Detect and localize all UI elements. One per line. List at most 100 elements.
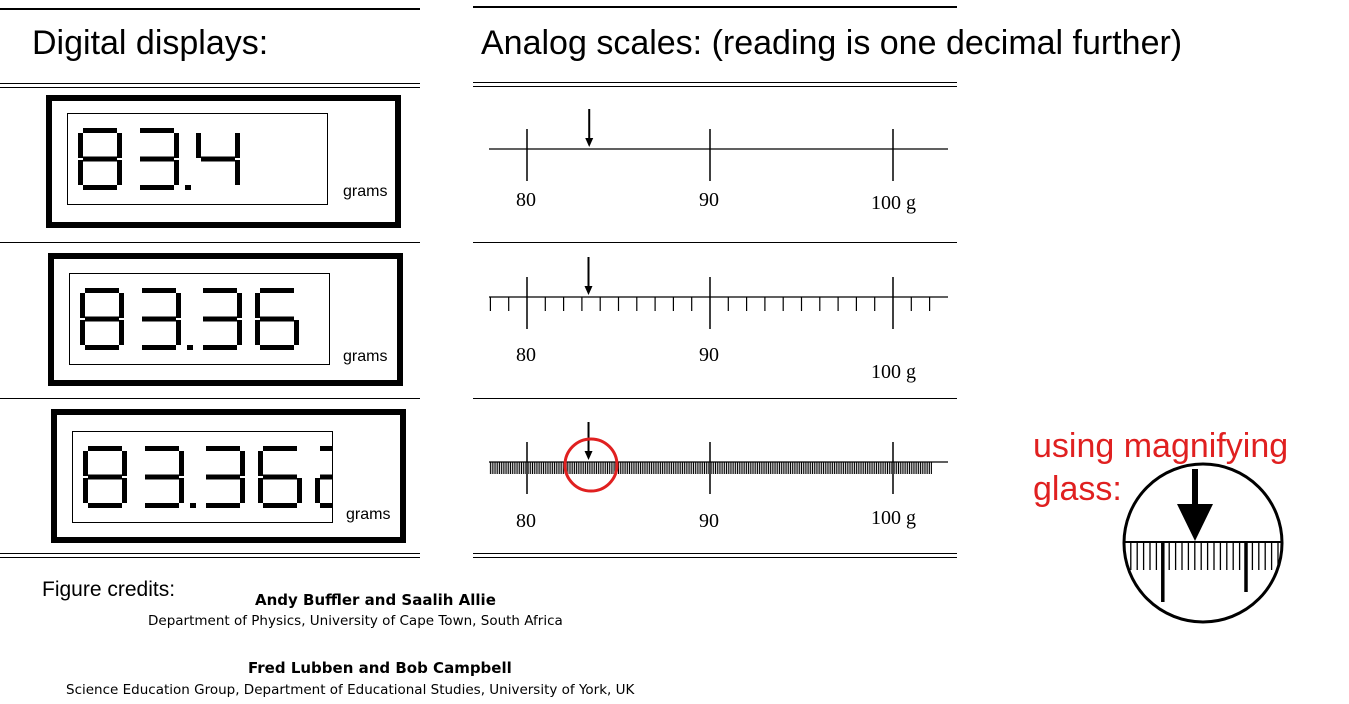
- segment: [117, 133, 122, 158]
- segment: [145, 446, 179, 451]
- segment: [263, 474, 297, 480]
- credit-author-2: Fred Lubben and Bob Campbell: [248, 659, 512, 677]
- seg-digit: [80, 288, 124, 350]
- segment: [78, 160, 83, 185]
- magnifier-caption-2: glass:: [1033, 470, 1122, 508]
- segment: [142, 316, 176, 322]
- credit-affiliation-2: Science Education Group, Department of E…: [66, 682, 635, 698]
- header-rule-right-b: [473, 86, 957, 87]
- segment: [255, 320, 260, 345]
- row-separator-left-2: [0, 398, 420, 399]
- digital-display-3: grams: [51, 409, 406, 543]
- segment: [206, 474, 240, 480]
- segment: [80, 320, 85, 345]
- tick-label: 90: [699, 189, 719, 211]
- lcd-screen: [72, 431, 333, 523]
- segment: [174, 133, 179, 158]
- tick-label: 100 g: [871, 192, 916, 214]
- tick-label: 90: [699, 344, 719, 366]
- segment: [140, 185, 174, 190]
- digital-display-2: grams: [48, 253, 403, 386]
- segment: [297, 478, 302, 503]
- bottom-rule-right-b: [473, 557, 957, 558]
- segment: [294, 320, 299, 345]
- bottom-rule-right-a: [473, 553, 957, 554]
- analog-scale-3: 80 90 100 g: [489, 422, 948, 532]
- tick-label: 100 g: [871, 507, 916, 529]
- seg-digit: [196, 133, 240, 185]
- analog-scale-1: 80 90 100 g: [489, 109, 948, 214]
- segment: [196, 133, 201, 158]
- top-rule-right: [473, 6, 957, 8]
- segment: [85, 316, 119, 322]
- segment: [85, 288, 119, 293]
- pointer-arrowhead: [584, 286, 593, 295]
- segment: [83, 451, 88, 476]
- segment: [237, 320, 242, 345]
- segment: [176, 320, 181, 345]
- segment: [203, 345, 237, 350]
- row-separator-left-1: [0, 242, 420, 243]
- decimal-point: [190, 503, 196, 508]
- header-rule-left-a: [0, 83, 420, 84]
- segment: [315, 478, 320, 503]
- segment: [83, 185, 117, 190]
- segment: [83, 156, 117, 162]
- tick-label: 80: [516, 189, 536, 211]
- segment: [179, 478, 184, 503]
- segment: [145, 474, 179, 480]
- credit-affiliation-1: Department of Physics, University of Cap…: [148, 613, 563, 629]
- credit-author-1: Andy Buffler and Saalih Allie: [255, 591, 496, 609]
- segment: [117, 160, 122, 185]
- segment: [78, 133, 83, 158]
- segment: [263, 446, 297, 451]
- segment: [122, 451, 127, 476]
- seg-digit: [206, 446, 245, 508]
- seg-digit: [255, 288, 299, 350]
- segment: [140, 156, 174, 162]
- seg-digits: [80, 288, 299, 350]
- segment: [260, 345, 294, 350]
- seg-digit: [145, 446, 184, 508]
- segment: [235, 133, 240, 158]
- bottom-rule-left-b: [0, 557, 420, 558]
- decimal-point: [185, 185, 191, 190]
- unit-label: grams: [343, 348, 388, 365]
- figure-credits-label: Figure credits:: [42, 578, 176, 601]
- header-rule-left-b: [0, 87, 420, 88]
- segment: [85, 345, 119, 350]
- segment: [119, 320, 124, 345]
- analog-scales-heading: Analog scales: (reading is one decimal f…: [481, 24, 1183, 62]
- segment: [203, 316, 237, 322]
- segment: [142, 288, 176, 293]
- segment: [145, 503, 179, 508]
- tick-label: 100 g: [871, 361, 916, 383]
- segment: [176, 293, 181, 318]
- segment: [140, 128, 174, 133]
- segment: [201, 156, 235, 162]
- segment: [122, 478, 127, 503]
- pointer-arrowhead: [584, 451, 593, 460]
- lcd-screen: [67, 113, 328, 205]
- seg-digits: [83, 446, 332, 508]
- row-separator-right-1: [473, 242, 957, 243]
- tick-label: 90: [699, 510, 719, 532]
- decimal-point: [187, 345, 193, 350]
- seg-digit: [142, 288, 181, 350]
- segment: [263, 503, 297, 508]
- magnifier-circle: [1122, 462, 1284, 624]
- seg-digit: [315, 446, 332, 508]
- row-separator-right-2: [473, 398, 957, 399]
- segment: [258, 451, 263, 476]
- segment: [179, 451, 184, 476]
- pointer-arrowhead: [585, 138, 594, 147]
- segment: [260, 288, 294, 293]
- segment: [260, 316, 294, 322]
- magnifier-view: [1122, 462, 1284, 624]
- tick-label: 80: [516, 510, 536, 532]
- top-rule-left: [0, 8, 420, 10]
- seg-digit: [203, 288, 242, 350]
- seg-digit: [83, 446, 127, 508]
